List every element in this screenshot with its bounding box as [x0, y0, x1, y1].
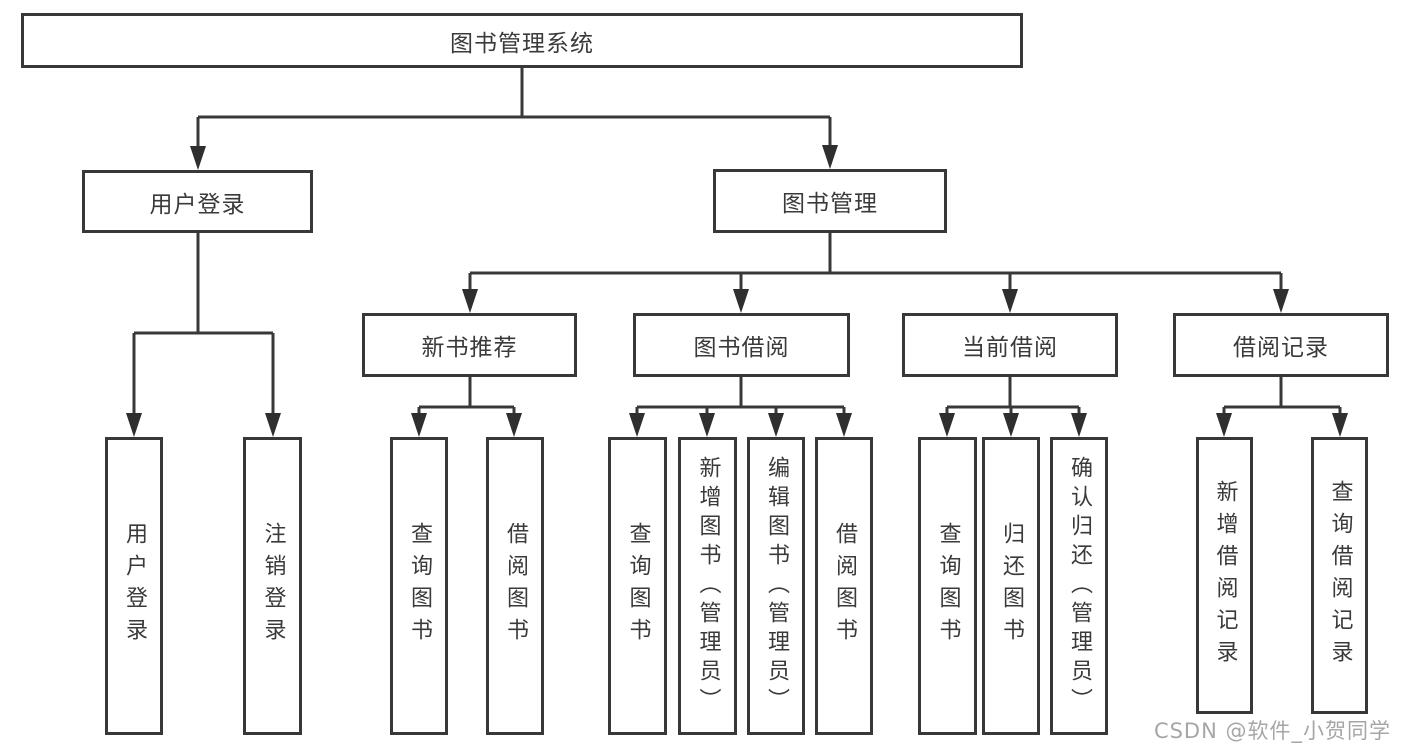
node-login-user-login-label: 用户登录	[122, 522, 147, 650]
node-current-query-books-label: 查询图书	[935, 522, 961, 650]
node-book-borrowing: 图书借阅	[633, 313, 850, 377]
node-recommend-query-books-label: 查询图书	[407, 522, 432, 650]
node-records-query-record-label: 查询借阅记录	[1327, 479, 1353, 672]
node-new-book-recommend-label: 新书推荐	[421, 335, 518, 361]
node-borrow-edit-books: 编辑图书（管理员）	[747, 437, 805, 735]
node-root-label: 图书管理系统	[450, 30, 594, 57]
node-user-login-label: 用户登录	[149, 191, 246, 218]
node-borrow-query-books-label: 查询图书	[625, 522, 651, 650]
node-borrow-edit-books-label: 编辑图书（管理员）	[764, 455, 789, 717]
node-borrow-borrow-books-label: 借阅图书	[832, 522, 857, 650]
node-recommend-borrow-books-label: 借阅图书	[503, 522, 528, 650]
node-recommend-borrow-books: 借阅图书	[486, 437, 544, 735]
arrowheads	[126, 145, 1348, 437]
node-records-query-record: 查询借阅记录	[1311, 437, 1368, 714]
node-login-logout: 注销登录	[243, 437, 302, 735]
node-login-logout-label: 注销登录	[260, 522, 286, 650]
node-login-user-login: 用户登录	[105, 437, 163, 735]
node-current-borrowing: 当前借阅	[902, 313, 1118, 377]
node-records-add-record: 新增借阅记录	[1196, 437, 1253, 714]
node-current-return-books-label: 归还图书	[999, 522, 1024, 650]
node-borrow-add-books-label: 新增图书（管理员）	[695, 455, 721, 717]
node-current-borrowing-label: 当前借阅	[962, 335, 1058, 361]
node-current-confirm-return: 确认归还（管理员）	[1050, 437, 1108, 735]
node-book-management: 图书管理	[713, 169, 947, 233]
node-records-add-record-label: 新增借阅记录	[1212, 479, 1238, 672]
node-current-query-books: 查询图书	[918, 437, 977, 735]
node-borrow-query-books: 查询图书	[608, 437, 667, 735]
node-borrow-borrow-books: 借阅图书	[815, 437, 873, 735]
node-current-confirm-return-label: 确认归还（管理员）	[1067, 455, 1092, 717]
node-user-login: 用户登录	[82, 170, 313, 233]
node-borrow-add-books: 新增图书（管理员）	[678, 437, 737, 735]
node-new-book-recommend: 新书推荐	[362, 313, 577, 377]
node-borrowing-records: 借阅记录	[1173, 313, 1389, 377]
node-borrowing-records-label: 借阅记录	[1233, 335, 1329, 361]
node-book-borrowing-label: 图书借阅	[693, 335, 790, 361]
node-root: 图书管理系统	[21, 13, 1023, 68]
node-book-management-label: 图书管理	[782, 191, 878, 217]
csdn-watermark: CSDN @软件_小贺同学	[1153, 719, 1391, 743]
node-current-return-books: 归还图书	[982, 437, 1040, 735]
node-recommend-query-books: 查询图书	[390, 437, 448, 735]
